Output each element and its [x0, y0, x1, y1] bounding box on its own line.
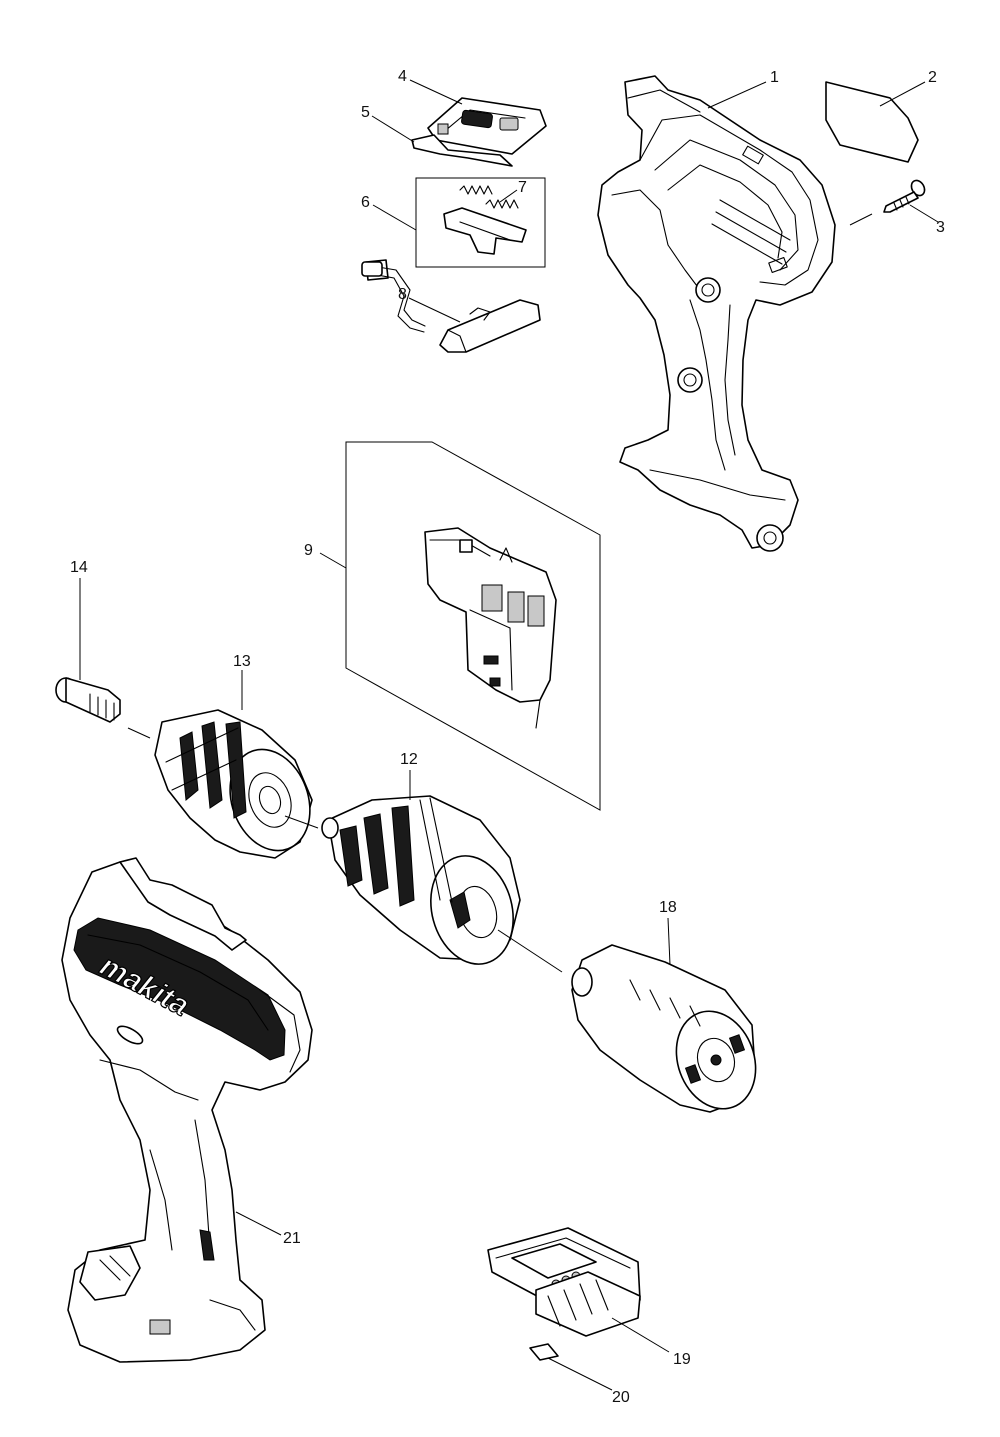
- callout-4: 4: [398, 68, 407, 85]
- callout-2: 2: [928, 69, 937, 86]
- callout-8: 8: [398, 286, 407, 303]
- part-5-lever-plate: [411, 134, 513, 167]
- part-9-switch-box: [345, 259, 601, 811]
- part-2-label-plate: [825, 81, 919, 163]
- callout-7: 7: [518, 179, 527, 196]
- callout-13: 13: [233, 653, 251, 670]
- part-4-switch-lever: [427, 97, 547, 155]
- part-12-gear-assembly: [321, 795, 563, 973]
- part-13-keyless-chuck: [154, 709, 319, 859]
- part-21-housing-set: makita: [61, 857, 313, 1363]
- part-19-controller: [487, 1227, 641, 1337]
- part-20-insulation-sheet: [529, 1343, 559, 1361]
- part-6-reverse-switch-box: [415, 177, 546, 268]
- callout-labels: 1 2 3 4 5 6 7 8 9 12 13 14 18 19 20 21: [70, 68, 945, 1406]
- callout-6: 6: [361, 194, 370, 211]
- part-8-push-button: [439, 299, 541, 353]
- part-3-screw: [849, 179, 926, 226]
- callout-14: 14: [70, 559, 88, 576]
- part-18-motor: [571, 944, 757, 1113]
- callout-1: 1: [770, 69, 779, 86]
- leader-lines: [79, 79, 939, 1391]
- callout-5: 5: [361, 104, 370, 121]
- part-1-housing-half: [597, 75, 836, 552]
- callout-12: 12: [400, 751, 418, 768]
- callout-20: 20: [612, 1389, 630, 1406]
- callout-9: 9: [304, 542, 313, 559]
- callout-21: 21: [283, 1230, 301, 1247]
- part-14-chuck-screw: [55, 677, 151, 739]
- callout-18: 18: [659, 899, 677, 916]
- part-7-springs: [459, 185, 519, 209]
- callout-3: 3: [936, 219, 945, 236]
- callout-19: 19: [673, 1351, 691, 1368]
